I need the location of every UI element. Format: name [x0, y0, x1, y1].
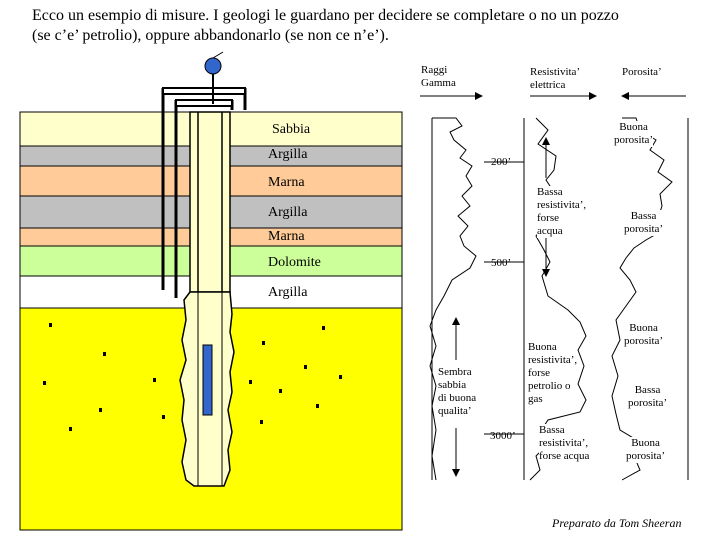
note-good-resistivity-oil: Buona resistivita’, forse petrolio o gas	[528, 341, 578, 406]
note-low-porosity-mid: Bassa porosita’	[624, 210, 664, 236]
depth-label-500: 500’	[491, 257, 512, 269]
depth-label-3000: 3000’	[490, 430, 516, 442]
resistivity-header: Resistivita’ elettrica	[530, 66, 581, 91]
layer-label-argilla-2: Argilla	[268, 205, 308, 220]
surface-casing	[161, 88, 247, 298]
gamma-header: Raggi Gamma	[421, 64, 456, 89]
note-good-porosity-bottom: Buona porosita’	[626, 437, 666, 463]
layer-label-argilla-1: Argilla	[268, 147, 308, 162]
title-line-1: Ecco un esempio di misure. I geologi le …	[32, 7, 619, 24]
note-good-porosity-lower: Buona porosita’	[624, 322, 664, 348]
note-low-resistivity-water: Bassa resistivita’, forse acqua	[537, 186, 587, 238]
reservoir-grains	[43, 323, 342, 431]
note-low-porosity-lower: Bassa porosita’	[628, 384, 668, 410]
note-good-sand: Sembra sabbia di buona qualita’	[438, 366, 477, 418]
logging-tool	[202, 344, 213, 416]
porosity-log-curve	[611, 117, 673, 481]
layer-label-argilla-3: Argilla	[268, 285, 308, 300]
title-line-2: (se c’e’ petrolio), oppure abbandonarlo …	[32, 27, 389, 44]
slide-title: Ecco un esempio di misure. I geologi le …	[32, 6, 712, 46]
casing-pipe	[189, 111, 231, 293]
porosity-header: Porosita’	[622, 66, 662, 78]
layer-label-sabbia: Sabbia	[272, 122, 311, 137]
note-good-porosity-top: Buona porosita’	[614, 121, 654, 147]
depth-label-200: 200’	[491, 156, 512, 168]
note-low-resistivity-bottom: Bassa resistivita’, forse acqua	[539, 424, 590, 463]
layer-label-marna-1: Marna	[268, 175, 305, 190]
layer-label-dolomite: Dolomite	[268, 255, 321, 270]
credit-text: Preparato da Tom Sheeran	[552, 516, 682, 530]
sheave-icon	[204, 57, 222, 75]
layer-label-marna-2: Marna	[268, 229, 305, 244]
